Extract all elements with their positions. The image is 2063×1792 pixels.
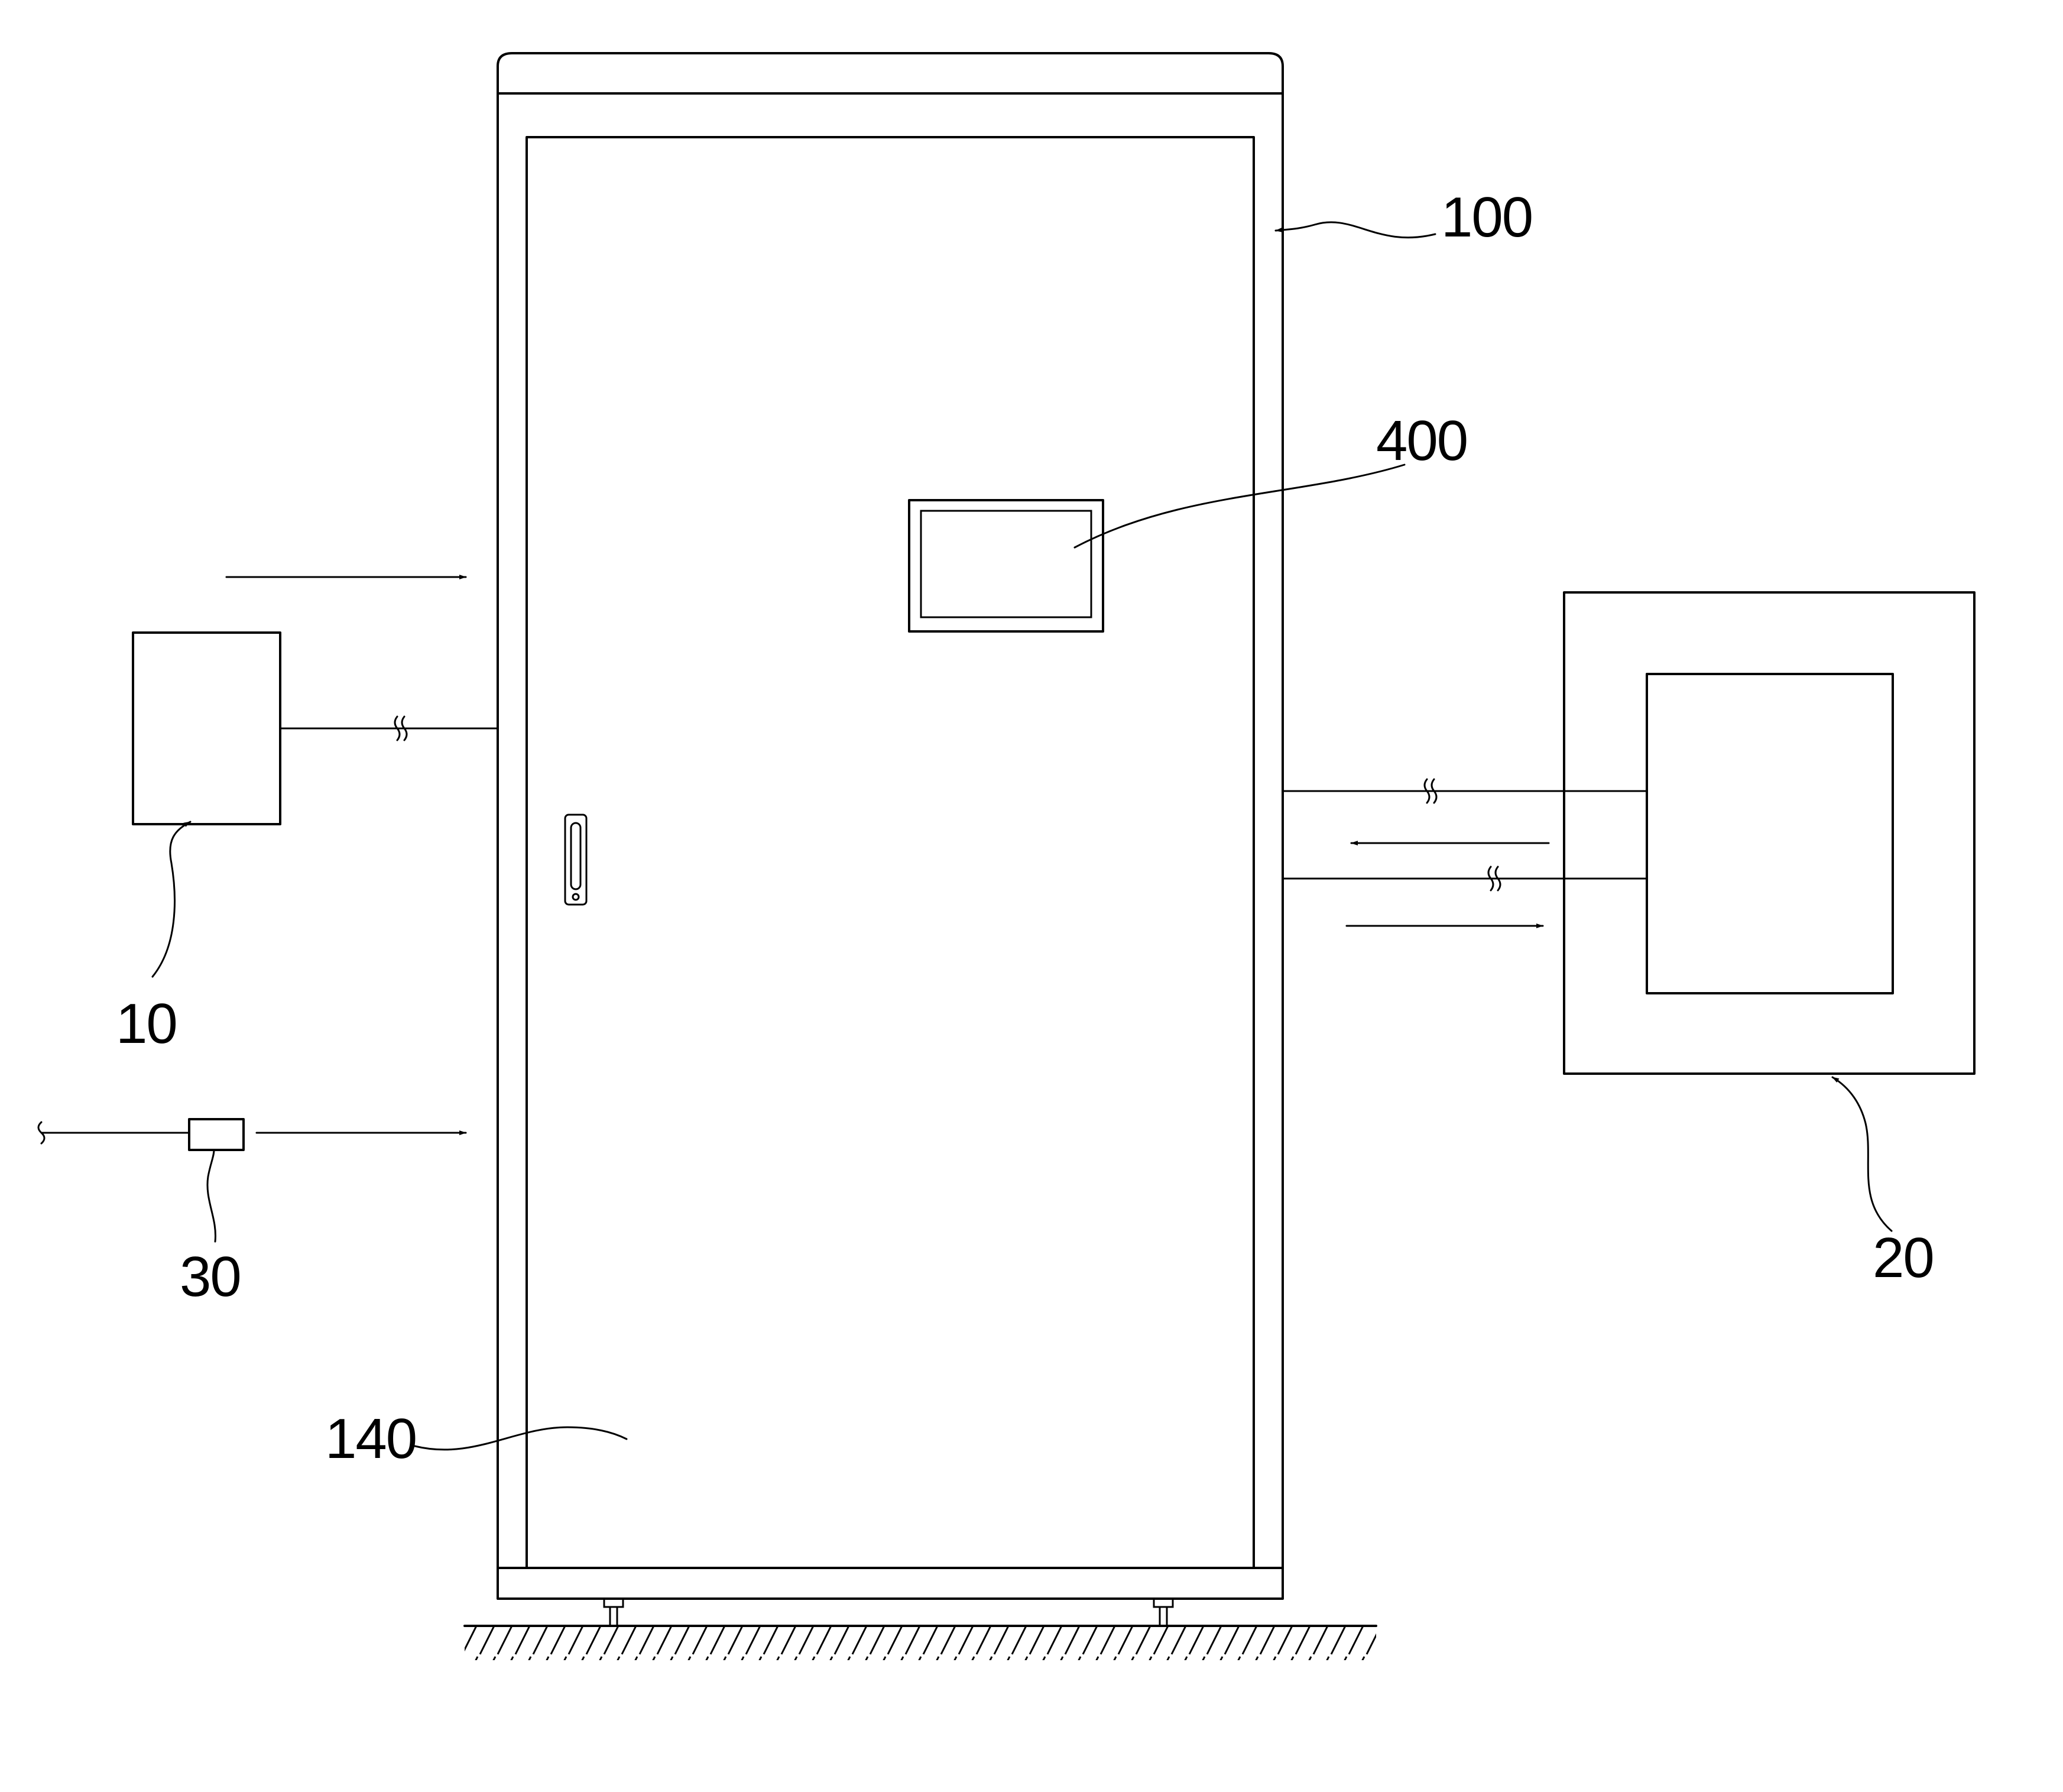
cabinet-outer-frame <box>497 92 1284 1600</box>
ground <box>463 1625 1377 1660</box>
label-10: 10 <box>116 992 177 1055</box>
sensor-30 <box>37 1118 245 1151</box>
cabinet-100 <box>497 52 1284 1626</box>
sensor-box <box>188 1118 245 1151</box>
leader-lines <box>151 221 1893 1451</box>
label-30: 30 <box>180 1245 241 1308</box>
label-20: 20 <box>1873 1226 1934 1289</box>
break-mark-lower <box>1487 866 1501 892</box>
break-mark <box>394 715 408 741</box>
foot-left <box>603 1597 624 1626</box>
foot-right <box>1153 1597 1174 1626</box>
leader-400 <box>1073 464 1406 549</box>
break-mark-upper <box>1423 778 1438 804</box>
leader-30 <box>206 1149 216 1243</box>
label-140: 140 <box>325 1407 416 1470</box>
label-400: 400 <box>1376 409 1467 472</box>
label-100: 100 <box>1441 186 1532 249</box>
leader-100 <box>1274 221 1436 239</box>
left-unit-10 <box>132 631 499 825</box>
display-panel-400[interactable] <box>908 499 1104 633</box>
leader-10 <box>151 821 192 978</box>
door-handle[interactable] <box>564 814 588 906</box>
leader-20 <box>1831 1076 1893 1232</box>
cabinet-top-cap <box>497 52 1284 95</box>
leader-140 <box>414 1426 628 1451</box>
right-unit-20 <box>1282 591 1976 1075</box>
cabinet-door-140 <box>526 136 1255 1569</box>
cabinet-feet <box>603 1597 1174 1626</box>
